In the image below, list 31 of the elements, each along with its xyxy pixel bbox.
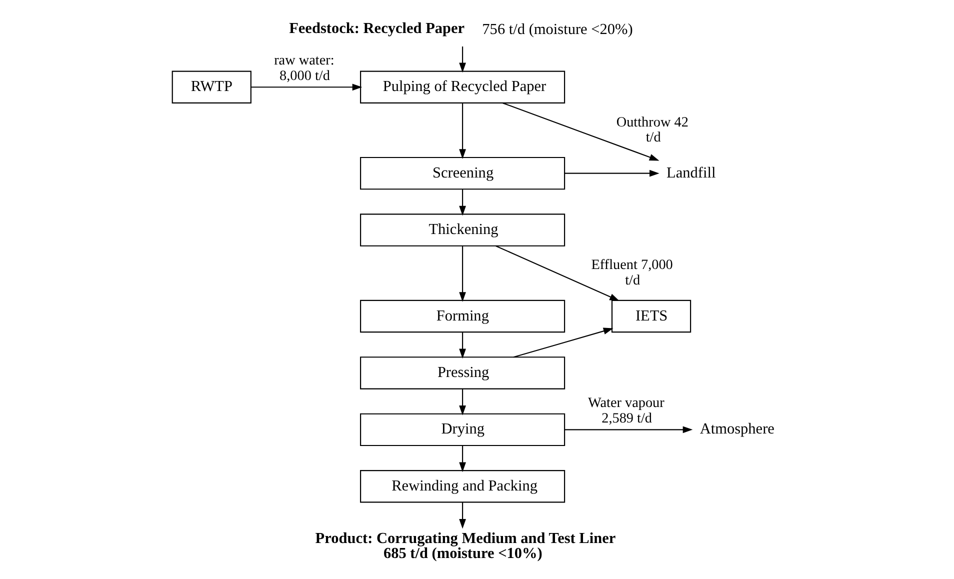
- node-box: Rewinding and Packing: [360, 470, 566, 503]
- arrow: [459, 388, 466, 416]
- node-box: Pressing: [360, 356, 566, 390]
- node-text: Product: Corrugating Medium and Test Liner 685 t/d (moisture <10%): [315, 530, 616, 562]
- arrow: [251, 84, 362, 91]
- arrow: [502, 102, 660, 161]
- node-box: RWTP: [172, 70, 252, 104]
- edge-label: Outthrow 42 t/d: [616, 114, 688, 146]
- arrow: [459, 103, 466, 159]
- node-box: Thickening: [360, 214, 566, 246]
- arrow: [564, 426, 693, 434]
- edge-label: Water vapour 2,589 t/d: [588, 395, 664, 426]
- node-box: Pulping of Recycled Paper: [360, 70, 566, 104]
- arrow: [513, 328, 614, 358]
- node-box: Forming: [360, 300, 566, 333]
- arrow: [459, 46, 466, 73]
- node-text: Landfill: [666, 164, 716, 182]
- arrow: [459, 332, 466, 359]
- node-text: Atmosphere: [700, 420, 774, 438]
- arrow: [459, 189, 466, 216]
- node-box: Screening: [360, 156, 566, 190]
- node-box: IETS: [611, 300, 692, 333]
- arrow: [459, 246, 466, 302]
- arrow: [564, 170, 660, 177]
- edge-label: raw water: 8,000 t/d: [274, 52, 334, 84]
- arrow: [459, 446, 466, 472]
- node-text: Feedstock: Recycled Paper 756 t/d (moisture <20%): [289, 20, 633, 38]
- edge-label: Effluent 7,000 t/d: [591, 257, 673, 288]
- node-box: Drying: [360, 413, 566, 446]
- arrow: [459, 502, 466, 529]
- arrow: [496, 245, 620, 301]
